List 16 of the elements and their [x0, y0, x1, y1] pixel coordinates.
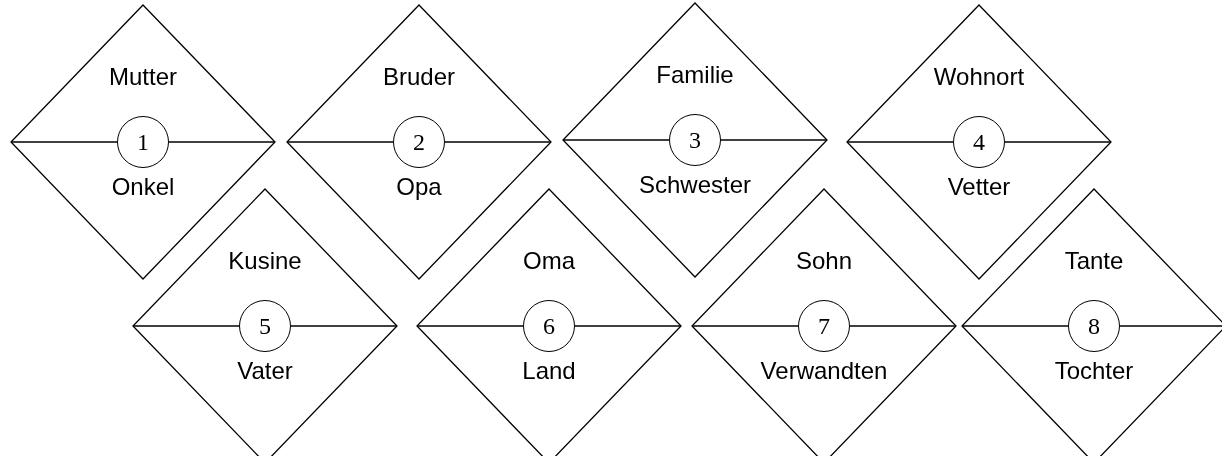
word-label: Tochter [1054, 356, 1134, 386]
word-label: Bruder [382, 62, 455, 92]
word-label: Oma [523, 246, 575, 276]
word-label: Vater [237, 356, 293, 386]
word-label: Mutter [109, 62, 177, 92]
word-label: Tante [1064, 246, 1124, 276]
word-label: Schwester [638, 170, 751, 200]
word-label: Sohn [795, 246, 853, 276]
word-label: Opa [396, 172, 442, 202]
word-label: Familie [656, 60, 734, 90]
word-label: Wohnort [933, 62, 1025, 92]
word-label: Kusine [228, 246, 302, 276]
word-label: Verwandten [760, 356, 888, 386]
word-label: Vetter [947, 172, 1011, 202]
word-label: Land [522, 356, 576, 386]
word-label: Onkel [111, 172, 175, 202]
